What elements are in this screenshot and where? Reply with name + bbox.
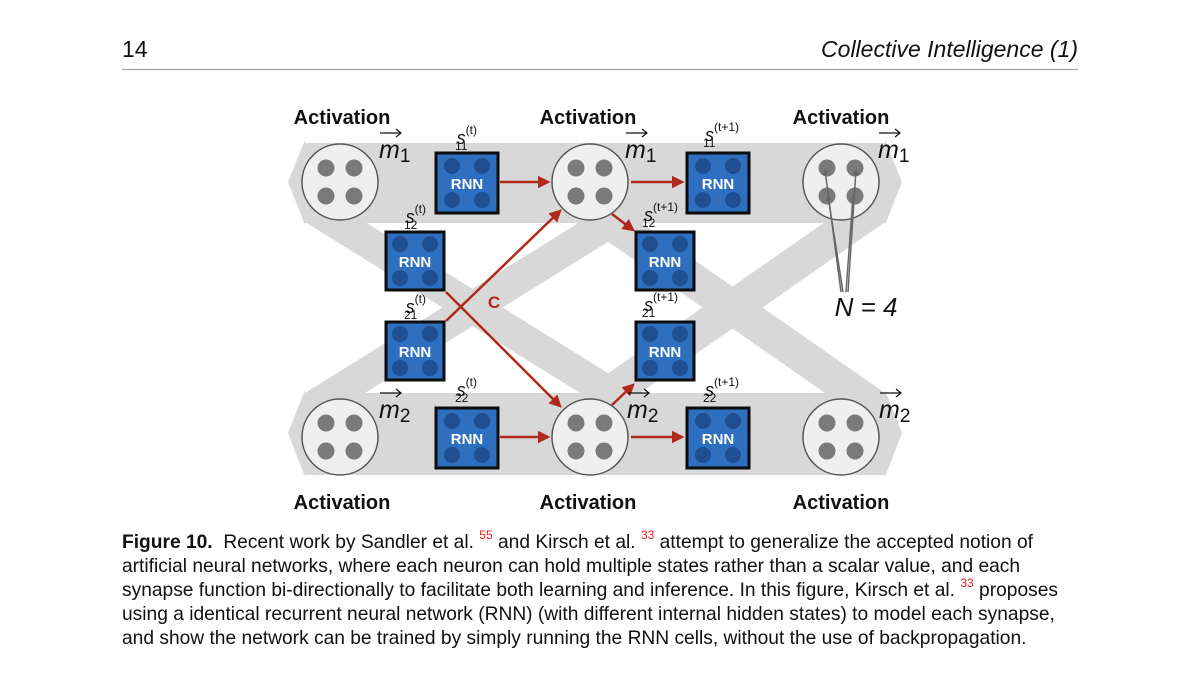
synapse-label-s11-t: s(t)11 — [455, 123, 477, 153]
vector-m2-label: m2 — [627, 388, 658, 427]
synapse-label-s21-t: s(t)21 — [404, 292, 426, 322]
page-number: 14 — [122, 36, 148, 62]
svg-text:m2: m2 — [879, 396, 910, 427]
connection-arrows — [445, 175, 685, 444]
rnn-cell: RNN — [685, 406, 751, 470]
rnn-cell: RNN — [434, 406, 500, 470]
rnn-label: RNN — [649, 254, 682, 271]
svg-text:m1: m1 — [625, 136, 656, 167]
synapse-label-s22-t1: s(t+1)22 — [703, 375, 739, 405]
rnn-cell: RNN — [634, 320, 696, 382]
neuron-node — [551, 143, 629, 221]
caption-text: Recent work by Sandler et al. — [223, 532, 474, 553]
rnn-cell: RNN — [384, 320, 446, 382]
activation-label: Activation — [793, 107, 890, 129]
n-count-label: N = 4 — [835, 292, 898, 322]
running-title: Collective Intelligence (1) — [821, 36, 1078, 62]
neuron-node — [301, 143, 379, 221]
caption-text: attempt to generalize the accepted notio… — [122, 532, 1033, 601]
caption-text: proposes using a identical recurrent neu… — [122, 580, 1058, 649]
n-pointers — [822, 168, 859, 293]
svg-text:m1: m1 — [379, 136, 410, 167]
figure-caption: Figure 10. Recent work by Sandler et al.… — [122, 527, 1082, 651]
neuron-node — [802, 398, 880, 476]
vector-m1-label: m1 — [878, 128, 909, 167]
rnn-cell: RNN — [384, 230, 446, 292]
rnn-cell: RNN — [634, 230, 696, 292]
activation-label: Activation — [540, 492, 637, 514]
neuron-node — [802, 143, 880, 221]
figure-label: Figure 10. — [122, 532, 213, 553]
activation-label: Activation — [294, 107, 391, 129]
rnn-cell: RNN — [434, 151, 500, 215]
neuron-node — [551, 398, 629, 476]
svg-text:m2: m2 — [627, 396, 658, 427]
rnn-label: RNN — [649, 344, 682, 361]
synapse-label-s12-t: s(t)12 — [404, 202, 426, 232]
synapse-label-s22-t: s(t)22 — [455, 375, 477, 405]
neuron-node — [301, 398, 379, 476]
activation-label: Activation — [540, 107, 637, 129]
caption-text: and Kirsch et al. — [498, 532, 636, 553]
connection-label: C — [488, 293, 500, 312]
synapse-label-s21-t1: s(t+1)21 — [642, 290, 678, 320]
vector-m2-label: m2 — [379, 388, 410, 427]
citation-ref[interactable]: 33 — [640, 527, 655, 542]
rnn-cell: RNN — [685, 151, 751, 215]
vector-m1-label: m1 — [625, 128, 656, 167]
synapse-label-s12-t1: s(t+1)12 — [642, 200, 678, 230]
header-rule — [122, 69, 1078, 70]
vector-m1-label: m1 — [379, 128, 410, 167]
rnn-label: RNN — [451, 431, 484, 448]
rnn-label: RNN — [399, 344, 432, 361]
vector-m2-label: m2 — [879, 388, 910, 427]
rnn-synapse-figure: Activation Activation Activation Activat… — [288, 107, 910, 514]
rnn-label: RNN — [702, 176, 735, 193]
citation-ref[interactable]: 33 — [960, 575, 974, 590]
rnn-label: RNN — [399, 254, 432, 271]
activation-label: Activation — [793, 492, 890, 514]
activation-label: Activation — [294, 492, 391, 514]
rnn-label: RNN — [702, 431, 735, 448]
synapse-label-s11-t1: s(t+1)11 — [703, 120, 739, 150]
rnn-label: RNN — [451, 176, 484, 193]
svg-text:m2: m2 — [379, 396, 410, 427]
citation-ref[interactable]: 55 — [479, 527, 493, 542]
svg-text:m1: m1 — [878, 136, 909, 167]
